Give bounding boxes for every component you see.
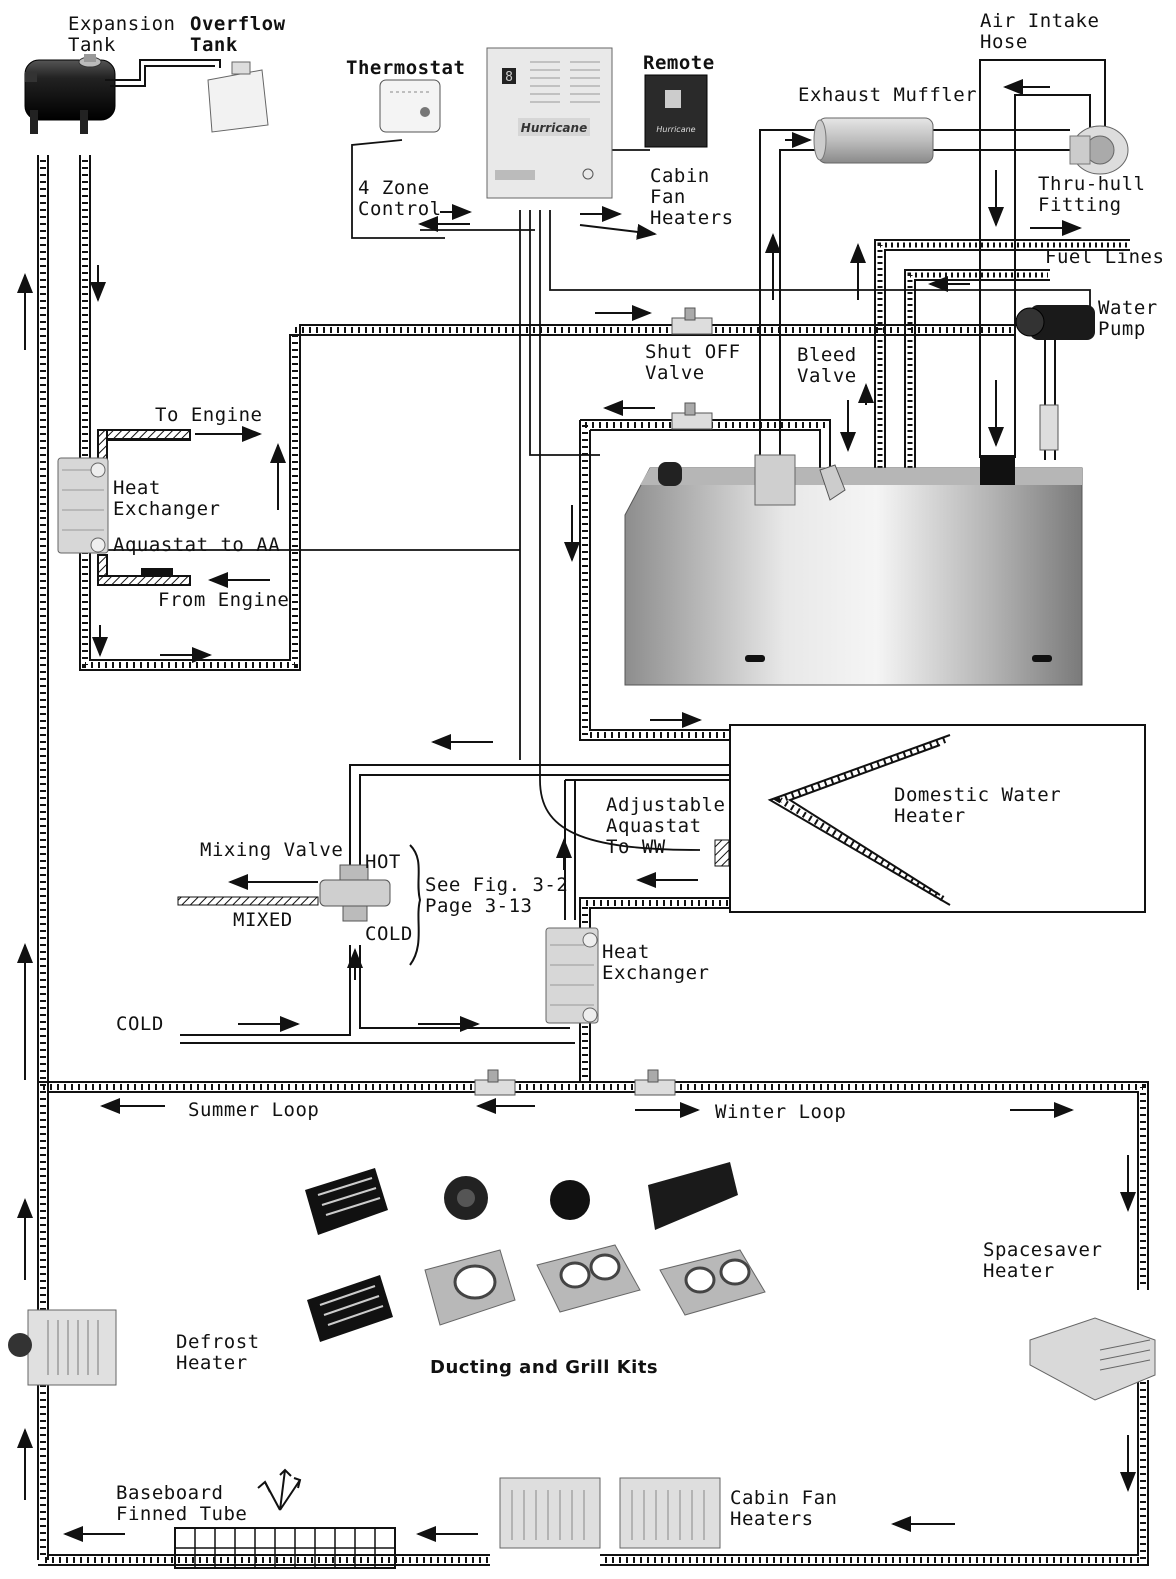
cabin-fan-heater-1 — [499, 1477, 601, 1549]
thru-hull-fitting — [1069, 125, 1129, 175]
overflow-hose — [105, 59, 221, 87]
controller-display: 8 — [505, 70, 513, 85]
water-pump — [1015, 305, 1095, 340]
heat-exchanger-top-label: Heat Exchanger — [113, 477, 221, 520]
winter-loop-label: Winter Loop — [715, 1101, 847, 1123]
hurricane-controller: 8 Hurricane — [486, 47, 613, 199]
water-pump-label: Water Pump — [1098, 297, 1158, 340]
grill-2 — [307, 1275, 393, 1342]
air-intake-hose — [979, 59, 1106, 458]
summer-loop-valve — [474, 1069, 516, 1096]
grill-1 — [305, 1168, 388, 1235]
heat-exchanger-top-unit — [57, 457, 109, 554]
fuel-line-1 — [874, 239, 1130, 470]
thru-hull-fitting-label: Thru-hull Fitting — [1038, 173, 1146, 216]
adjustable-aquastat-label: Adjustable Aquastat To WW — [606, 794, 726, 858]
heat-exchanger-mid-unit — [545, 927, 599, 1024]
see-fig-brace — [409, 844, 422, 966]
remote-panel: Hurricane — [644, 74, 708, 148]
heater-output-pipe — [579, 420, 730, 741]
shut-off-valve — [671, 307, 713, 335]
bleed-valve-label: Bleed Valve — [797, 344, 857, 387]
hot-label: HOT — [365, 851, 401, 873]
heat-exchanger-mid-label: Heat Exchanger — [602, 941, 710, 984]
pump-check-valve — [1039, 404, 1059, 451]
expansion-tank — [24, 54, 116, 134]
exhaust-pipe — [759, 129, 820, 455]
round-vent-2 — [550, 1180, 590, 1220]
cold-valve-label: COLD — [365, 923, 413, 945]
fuel-lines-label: Fuel Lines — [1045, 246, 1165, 268]
exhaust-intake-ducts — [759, 59, 1130, 470]
cold-inlet-label: COLD — [116, 1013, 164, 1035]
aquastat-sensor — [714, 839, 730, 867]
thermostat — [379, 79, 441, 133]
spacesaver-heater — [1029, 1317, 1156, 1401]
shut-off-valve-label: Shut OFF Valve — [645, 341, 741, 384]
control-wiring — [100, 139, 1091, 851]
baseboard-finned-tube — [174, 1527, 396, 1569]
main-heater-unit — [624, 454, 1083, 686]
bleed-valve-fitting — [671, 402, 713, 430]
overflow-tank-label: Overflow Tank — [190, 13, 286, 56]
flow-arrows — [17, 79, 1136, 1542]
mixing-valve — [319, 864, 391, 922]
domestic-water-heater-label: Domestic Water Heater — [894, 784, 1062, 827]
expansion-tank-label: Expansion Tank — [68, 13, 176, 56]
winter-loop-valve — [634, 1069, 676, 1096]
four-zone-control-label: 4 Zone Control — [358, 177, 442, 220]
air-intake-hose-label: Air Intake Hose — [980, 10, 1100, 53]
flush-vent — [648, 1162, 738, 1230]
engine-pipes — [97, 429, 191, 586]
aquastat-to-aa-label: Aquastat to AA — [113, 534, 281, 556]
mixed-outlet-pipe — [177, 896, 319, 906]
ducting-grill-kits — [305, 1162, 766, 1342]
to-engine-label: To Engine — [155, 404, 263, 426]
remote-brand: Hurricane — [656, 125, 695, 134]
domestic-water-lines — [180, 724, 1146, 1044]
domestic-water-heater-box — [729, 724, 1146, 913]
heat-rising-icon — [257, 1468, 302, 1511]
exhaust-muffler — [813, 117, 934, 164]
spacesaver-heater-label: Spacesaver Heater — [983, 1239, 1103, 1282]
controller-brand: Hurricane — [521, 121, 587, 135]
mixing-valve-label: Mixing Valve — [200, 839, 344, 861]
remote-label: Remote — [643, 52, 715, 74]
summer-winter-loop-pipe — [38, 1081, 1149, 1290]
fuel-line-2 — [904, 269, 1050, 470]
overflow-tank — [207, 61, 269, 133]
mixed-label: MIXED — [233, 909, 293, 931]
dhw-return-pipe — [579, 897, 730, 1082]
exhaust-muffler-label: Exhaust Muffler — [798, 84, 978, 106]
cabin-fan-heater-2 — [619, 1477, 721, 1549]
cabin-fan-heaters-top-label: Cabin Fan Heaters — [650, 165, 734, 229]
from-engine-label: From Engine — [158, 589, 290, 611]
defrost-heater — [8, 1309, 117, 1386]
baseboard-finned-tube-label: Baseboard Finned Tube — [116, 1482, 248, 1525]
bottom-return-pipe — [38, 1554, 490, 1566]
cabin-fan-heaters-bottom-label: Cabin Fan Heaters — [730, 1487, 838, 1530]
defrost-heater-label: Defrost Heater — [176, 1331, 260, 1374]
ducting-grill-kits-label: Ducting and Grill Kits — [430, 1357, 659, 1378]
summer-loop-label: Summer Loop — [188, 1099, 320, 1121]
thermostat-label: Thermostat — [346, 57, 466, 79]
see-fig-label: See Fig. 3-2 Page 3-13 — [425, 874, 569, 917]
right-lower-pipe — [600, 1380, 1149, 1566]
